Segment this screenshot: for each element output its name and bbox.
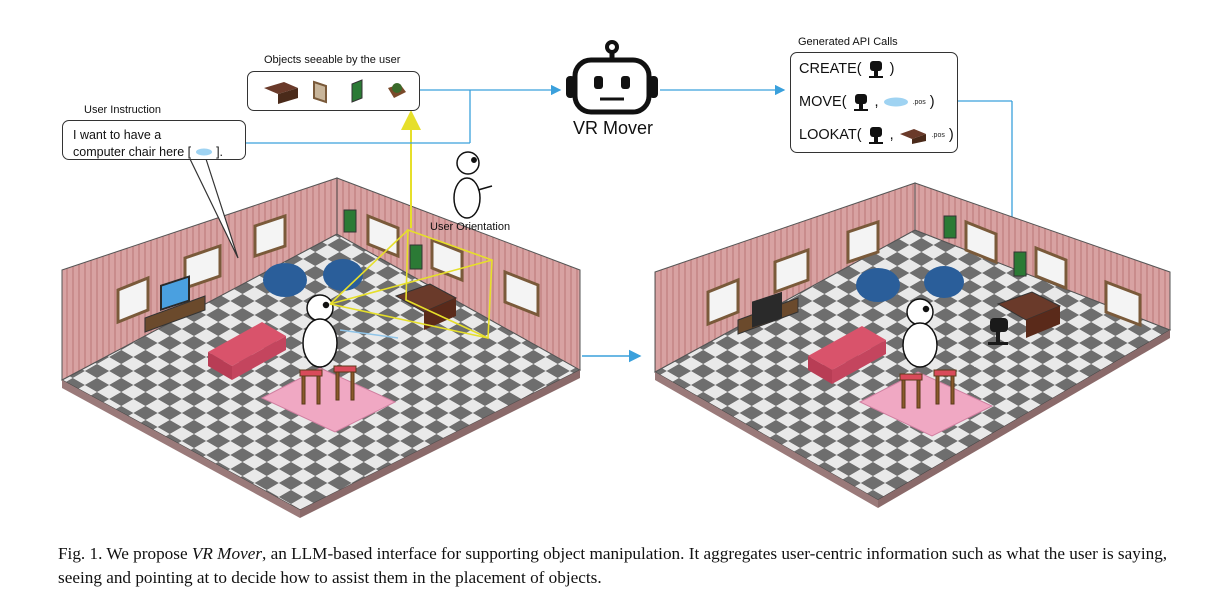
api-calls-box: CREATE( ) MOVE( , .pos ) LOOKAT( , .pos … bbox=[790, 52, 958, 153]
user-avatar bbox=[302, 294, 338, 368]
objects-icons bbox=[264, 79, 406, 104]
beanbag bbox=[856, 268, 900, 302]
caption-rest: , an LLM-based interface for supporting … bbox=[58, 544, 1168, 587]
window bbox=[706, 219, 1142, 328]
chair bbox=[299, 365, 357, 405]
beanbag bbox=[263, 263, 307, 297]
chair bbox=[899, 369, 957, 409]
beanbag bbox=[323, 259, 363, 291]
rug bbox=[260, 367, 397, 433]
api-create-line: CREATE( ) bbox=[799, 59, 894, 79]
pointing-ray bbox=[339, 329, 399, 339]
api-lookat-comma: , bbox=[889, 127, 894, 143]
location-marker-icon bbox=[883, 97, 908, 107]
api-move-close: ) bbox=[929, 94, 935, 110]
instruction-bubble: I want to have a computer chair here [ ]… bbox=[62, 120, 246, 160]
robot-icon bbox=[566, 40, 658, 115]
api-create-text: CREATE( bbox=[799, 61, 862, 77]
speech-tail bbox=[189, 158, 239, 259]
office-chair-icon bbox=[868, 61, 883, 78]
figure-caption: Fig. 1. We propose VR Mover, an LLM-base… bbox=[58, 542, 1198, 590]
sofa bbox=[208, 322, 286, 366]
painting-icon bbox=[351, 79, 363, 103]
api-move-text: MOVE( bbox=[799, 94, 847, 110]
api-move-line: MOVE( , .pos ) bbox=[799, 92, 935, 112]
orientation-figure bbox=[453, 151, 493, 219]
painting bbox=[409, 244, 423, 270]
caption-name: VR Mover bbox=[191, 544, 263, 563]
api-calls-label: Generated API Calls bbox=[798, 36, 898, 48]
instruction-line-2-end: ]. bbox=[216, 145, 224, 159]
desk-icon bbox=[899, 129, 926, 144]
painting bbox=[343, 209, 357, 233]
sightline bbox=[329, 228, 493, 340]
api-move-comma: , bbox=[874, 94, 879, 110]
instruction-line-2: computer chair here [ ]. bbox=[73, 144, 243, 161]
user-instruction-label: User Instruction bbox=[84, 104, 162, 116]
robot-label: VR Mover bbox=[573, 118, 654, 138]
figure-svg bbox=[60, 40, 1172, 518]
objects-box bbox=[247, 71, 420, 111]
pos-suffix: .pos bbox=[912, 98, 926, 106]
flow-lines bbox=[245, 84, 1018, 363]
instruction-line-2-text: computer chair here [ bbox=[73, 145, 192, 159]
plant-icon bbox=[388, 83, 406, 98]
office-chair-icon bbox=[853, 94, 868, 111]
window-icon bbox=[313, 80, 327, 104]
room-left bbox=[60, 110, 582, 518]
rug bbox=[858, 371, 994, 437]
sofa bbox=[808, 326, 886, 370]
caption-prefix: Fig. 1. We propose bbox=[58, 544, 192, 563]
api-lookat-close: ) bbox=[948, 127, 954, 143]
painting bbox=[1013, 251, 1027, 277]
beanbag bbox=[924, 266, 964, 298]
location-marker-icon bbox=[195, 148, 212, 156]
office-chair-icon bbox=[868, 127, 883, 144]
user-orientation-label: User Orientation bbox=[430, 221, 511, 233]
painting bbox=[943, 215, 957, 239]
api-lookat-text: LOOKAT( bbox=[799, 127, 862, 143]
tv-stand bbox=[144, 275, 206, 333]
objects-label: Objects seeable by the user bbox=[264, 54, 401, 66]
instruction-text: I want to have a computer chair here [ ]… bbox=[73, 127, 243, 161]
desk-icon bbox=[264, 82, 298, 104]
instruction-line-1: I want to have a bbox=[73, 128, 162, 142]
computer-chair bbox=[988, 318, 1008, 345]
user-avatar bbox=[902, 298, 938, 368]
api-create-close: ) bbox=[889, 61, 895, 77]
room-right bbox=[653, 182, 1172, 508]
pos-suffix: .pos bbox=[931, 131, 945, 139]
api-lookat-line: LOOKAT( , .pos ) bbox=[799, 125, 954, 145]
figure: Objects seeable by the user User Instruc… bbox=[60, 36, 1172, 518]
